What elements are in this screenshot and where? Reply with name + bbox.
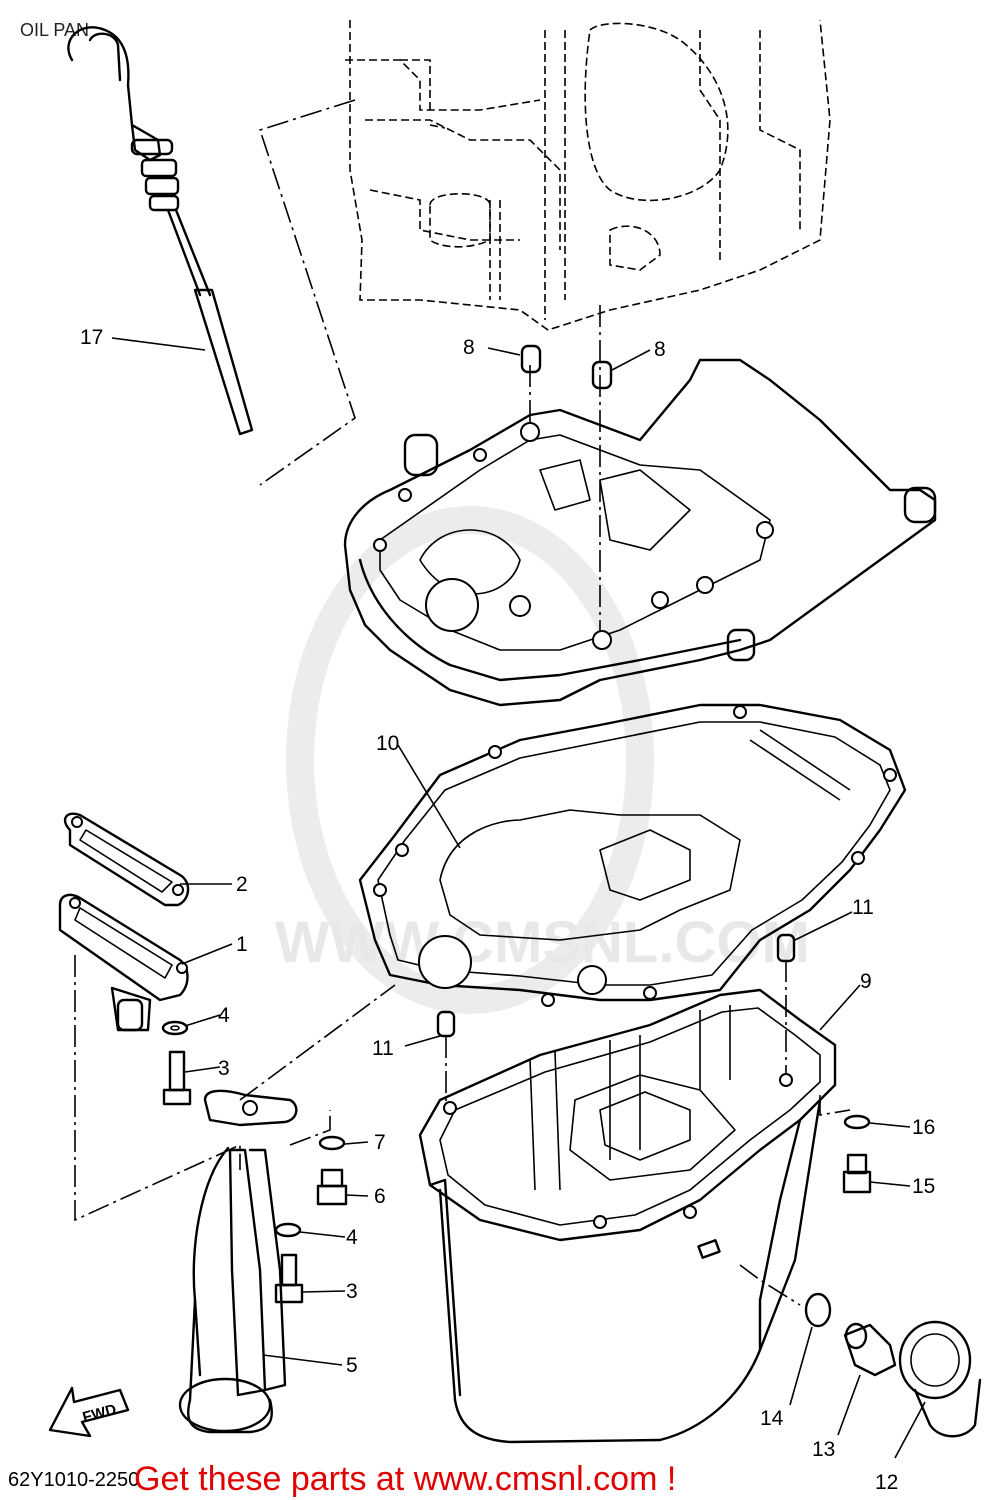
callout-4a[interactable]: 4 — [218, 1004, 230, 1027]
drain-guide-line — [739, 1095, 851, 1306]
callout-8b[interactable]: 8 — [654, 338, 666, 361]
oil-pan-part-9[interactable] — [418, 988, 837, 1444]
bolt-part-15[interactable] — [842, 1153, 872, 1194]
engine-block-outline — [345, 19, 831, 331]
callout-7[interactable]: 7 — [374, 1131, 386, 1154]
oil-pan-gasket-part-10[interactable] — [358, 703, 907, 1007]
callout-10[interactable]: 10 — [376, 732, 399, 755]
exhaust-guide-plate[interactable] — [343, 358, 937, 707]
drain-plug-part-13[interactable] — [843, 1322, 897, 1377]
callout-1[interactable]: 1 — [236, 933, 248, 956]
callout-4b[interactable]: 4 — [346, 1226, 358, 1249]
callout-5[interactable]: 5 — [346, 1354, 358, 1377]
callout-2[interactable]: 2 — [236, 873, 248, 896]
block-guide-line — [258, 99, 356, 486]
callout-6[interactable]: 6 — [374, 1185, 386, 1208]
callout-3a[interactable]: 3 — [218, 1057, 230, 1080]
diagram-code: 62Y1010-2250 — [8, 1469, 139, 1491]
bolt-part-3b[interactable] — [274, 1253, 304, 1304]
bolt-part-6[interactable] — [316, 1168, 348, 1206]
strainer-cover-part-1[interactable] — [58, 893, 189, 1032]
washer-part-16[interactable] — [843, 1114, 871, 1130]
washer-part-4b[interactable] — [274, 1222, 302, 1238]
dipstick-part-17[interactable] — [67, 26, 254, 436]
forward-direction-arrow: FWD — [48, 1386, 130, 1438]
bolt-guide-line — [289, 1110, 331, 1146]
watermark: WWW.CMSNL.COM — [275, 506, 810, 1014]
callout-3b[interactable]: 3 — [346, 1280, 358, 1303]
oil-strainer-part-5[interactable] — [178, 1089, 298, 1434]
bolt-part-3a[interactable] — [162, 1050, 192, 1106]
callout-8a[interactable]: 8 — [463, 336, 475, 359]
promo-link-text[interactable]: Get these parts at www.cmsnl.com ! — [134, 1460, 676, 1498]
gasket-ring-part-14[interactable] — [804, 1292, 832, 1328]
diagram-title: OIL PAN — [20, 20, 89, 40]
callout-14[interactable]: 14 — [760, 1407, 784, 1430]
cover-guide-line — [74, 955, 241, 1222]
callout-12[interactable]: 12 — [875, 1471, 898, 1494]
washer-part-7[interactable] — [318, 1135, 346, 1151]
callout-labels: 17 8 8 10 2 1 4 3 11 11 9 7 6 4 3 5 16 1… — [80, 326, 935, 1494]
drain-cap-part-12[interactable] — [898, 1320, 982, 1438]
washer-part-4a[interactable] — [161, 1020, 189, 1036]
callout-11a[interactable]: 11 — [852, 896, 874, 919]
callout-11b[interactable]: 11 — [372, 1037, 394, 1060]
strainer-guide-line — [239, 984, 396, 1101]
callout-15[interactable]: 15 — [912, 1175, 935, 1198]
dowel-pin-11a[interactable] — [436, 1010, 456, 1038]
callout-13[interactable]: 13 — [812, 1438, 835, 1461]
callout-9[interactable]: 9 — [860, 970, 872, 993]
cover-gasket-part-2[interactable] — [63, 812, 190, 907]
watermark-text: WWW.CMSNL.COM — [275, 910, 810, 975]
dowel-pin-8b[interactable] — [591, 360, 613, 390]
callout-17[interactable]: 17 — [80, 326, 103, 349]
dowel-pin-8a[interactable] — [520, 344, 542, 374]
callout-16[interactable]: 16 — [912, 1116, 935, 1139]
leader-lines — [111, 337, 926, 1459]
fwd-label: FWD — [81, 1401, 119, 1426]
